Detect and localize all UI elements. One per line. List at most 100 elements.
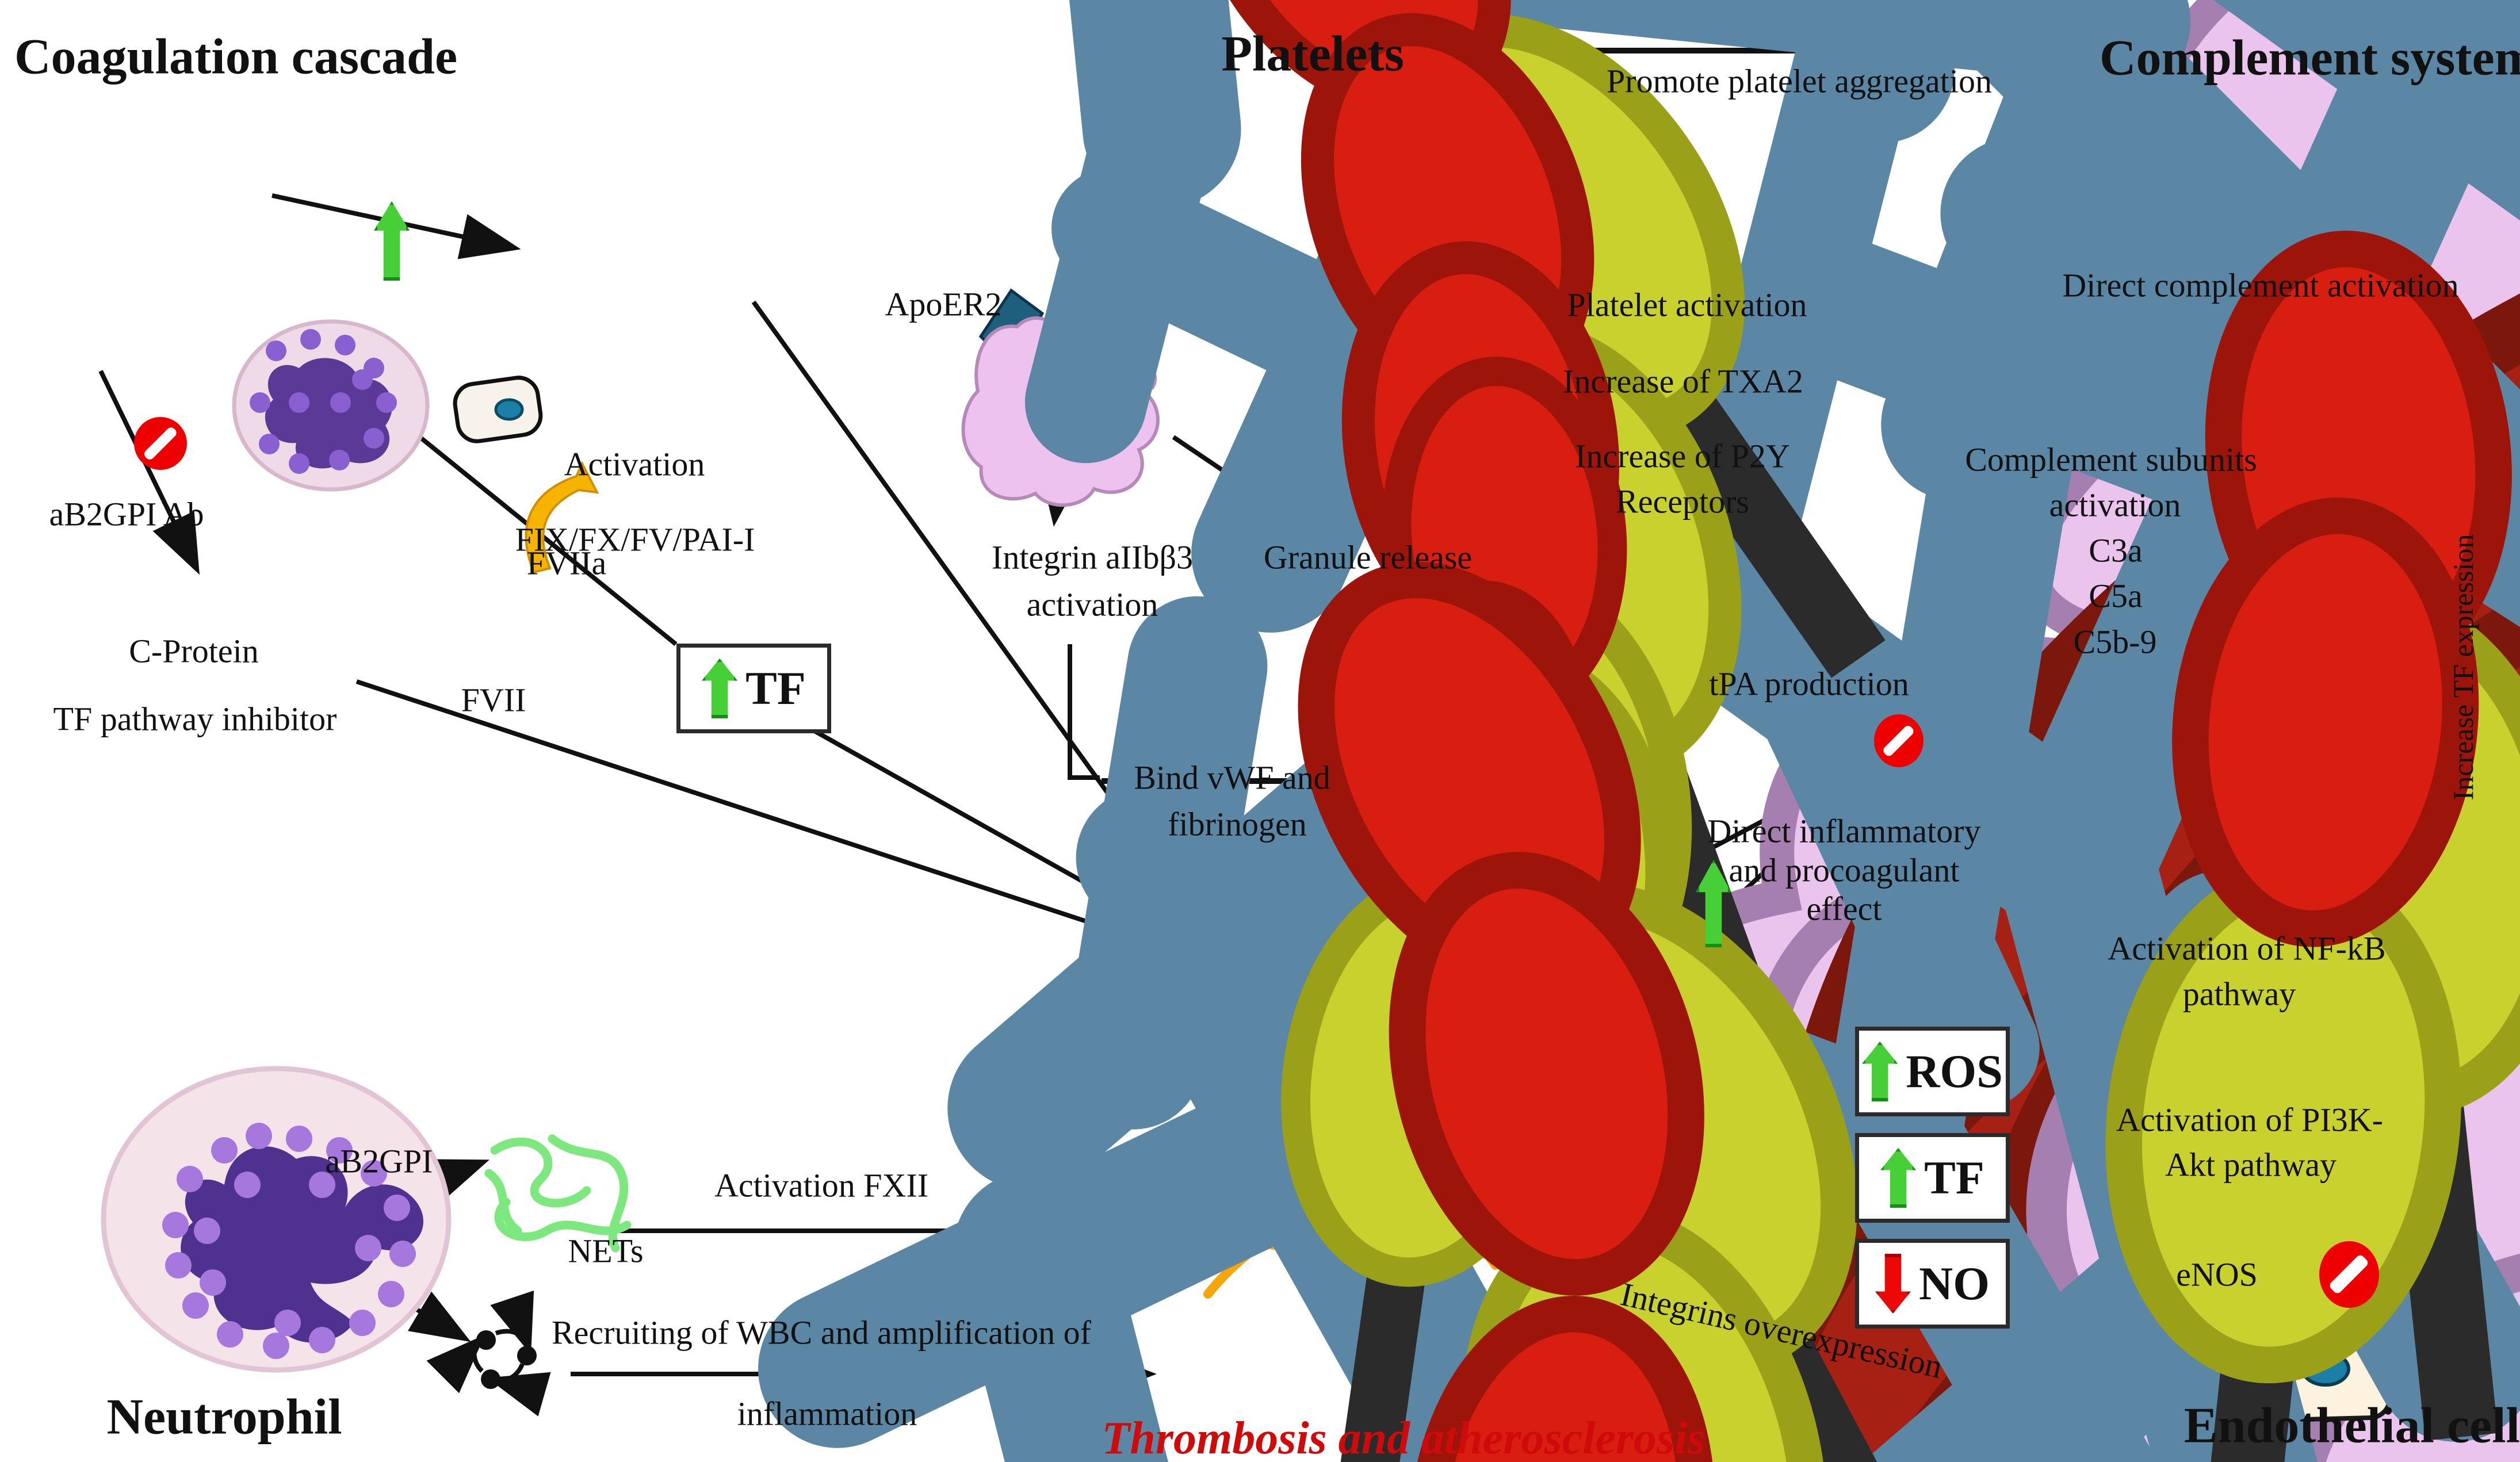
granule-dot	[217, 1321, 243, 1348]
label-fix-fx-fv: FIX/FX/FV/PAI-I	[515, 520, 755, 558]
label-fibrinogen: fibrinogen	[1168, 805, 1307, 843]
label-ab2gpi-ab: aB2GPI Ab	[49, 495, 204, 533]
label-granule-release: Granule release	[1263, 538, 1473, 576]
granule-dot	[361, 1160, 387, 1187]
label-integrin: Integrin aIIbβ3	[992, 538, 1193, 576]
label-procoagulant: and procoagulant	[1729, 851, 1960, 889]
no-box: NO	[1855, 1239, 2010, 1329]
label-bind-vwf: Bind vWF and	[1134, 759, 1330, 797]
granule-dot	[309, 1327, 335, 1353]
label-akt-pathway: Akt pathway	[2165, 1146, 2337, 1184]
tf-box-label: TF	[745, 662, 806, 714]
monocyte-granules	[250, 329, 397, 474]
label-c3a: C3a	[2089, 531, 2143, 569]
microparticle-nucleus	[494, 398, 524, 421]
label-ab2gpi-neutrophil: aB2GPI	[325, 1142, 433, 1180]
granule-dot	[266, 340, 286, 361]
granule-dot	[286, 1126, 312, 1152]
granule-dot	[211, 1137, 238, 1164]
label-increase-tf-expression: Increase TF expression	[2447, 534, 2479, 801]
fvii-to-fviia-arrow	[525, 461, 599, 574]
granule-dot	[165, 1252, 192, 1279]
granule-dot	[330, 392, 351, 413]
granule-dot	[274, 1310, 301, 1336]
granule-dot	[194, 1218, 220, 1244]
inhibit-icon-cprotein	[134, 417, 187, 470]
granule-dot	[309, 1172, 335, 1198]
label-increase-txa2: Increase of TXA2	[1563, 362, 1803, 400]
label-nets: NETs	[568, 1232, 644, 1270]
tf2-box: TF	[1855, 1133, 2010, 1223]
label-fviia: FVIIa	[526, 544, 607, 582]
label-subunits-activation: activation	[2049, 486, 2181, 524]
microparticle	[453, 376, 543, 443]
label-recruiting-wbc: Recruiting of WBC and amplification of	[552, 1314, 1091, 1352]
label-direct-inflammatory: Direct inflammatory	[1707, 812, 1981, 850]
down-arrow-icon	[1875, 1254, 1911, 1314]
up-arrow-icon	[1862, 1042, 1898, 1101]
label-apoer2: ApoER2	[885, 285, 1002, 323]
label-integrin-activation: activation	[1026, 585, 1158, 623]
line-monocyte-to-tfbox	[418, 435, 678, 646]
granule-dot	[162, 1212, 189, 1238]
label-tpa-production: tPA production	[1709, 665, 1909, 703]
ros-box-label: ROS	[1906, 1045, 2003, 1097]
label-c5a: C5a	[2089, 577, 2143, 615]
inhibit-icon-tpa	[1874, 714, 1924, 767]
label-direct-complement: Direct complement activation	[2062, 266, 2459, 304]
granule-dot	[364, 428, 384, 449]
granule-dot	[352, 369, 373, 390]
section-title-neutrophil: Neutrophil	[106, 1389, 342, 1445]
recycle-icon	[426, 1290, 551, 1417]
label-fvii: FVII	[461, 681, 526, 719]
granule-dot	[246, 1123, 272, 1149]
granule-dot	[177, 1166, 203, 1192]
section-title-complement: Complement system	[2099, 30, 2520, 86]
section-title-platelets: Platelets	[1221, 26, 1404, 82]
bracket-integrin-bindvwf	[1068, 644, 1100, 780]
label-receptors: Receptors	[1616, 483, 1749, 520]
label-inflammation: inflammation	[737, 1395, 917, 1433]
label-effect: effect	[1806, 890, 1882, 928]
label-c-protein: C-Protein	[129, 632, 259, 670]
no-box-label: NO	[1919, 1257, 1990, 1310]
label-activation: Activation	[564, 445, 705, 483]
up-arrow-icon	[702, 659, 738, 718]
granule-dot	[289, 453, 309, 474]
inhibit-icon-enos	[2319, 1241, 2379, 1308]
label-tf-pathway-inhibitor: TF pathway inhibitor	[53, 700, 337, 738]
granule-dot	[335, 335, 355, 355]
tf2-box-label: TF	[1924, 1151, 1984, 1204]
label-platelet-activation: Platelet activation	[1567, 286, 1807, 324]
line-cprotein-to-clot	[355, 679, 1228, 970]
granule-dot	[263, 1333, 289, 1359]
granule-dot	[378, 1281, 404, 1307]
granule-dot	[289, 392, 309, 413]
granule-dot	[384, 1195, 410, 1221]
label-activation-fxii: Activation FXII	[714, 1166, 929, 1204]
granule-dot	[200, 1269, 226, 1296]
label-nfkb: Activation of NF-kB	[2108, 929, 2386, 967]
label-promote-aggregation: Promote platelet aggregation	[1606, 62, 1993, 100]
granule-dot	[182, 1292, 209, 1319]
granule-dot	[326, 1137, 353, 1164]
section-title-coagulation: Coagulation cascade	[14, 29, 457, 85]
label-enos: eNOS	[2176, 1256, 2258, 1293]
label-thrombosis-atherosclerosis: Thrombosis and atherosclerosis	[1102, 1413, 1706, 1462]
label-complement-subunits: Complement subunits	[1965, 441, 2257, 479]
label-nfkb-pathway: pathway	[2182, 975, 2296, 1013]
granule-dot	[300, 329, 321, 350]
neutrophil-cell	[101, 1066, 452, 1373]
label-c5b9: C5b-9	[2073, 623, 2157, 661]
section-title-endothelial: Endothelial cells	[2184, 1398, 2520, 1454]
ros-box: ROS	[1855, 1027, 2010, 1116]
nets-icon	[484, 1134, 632, 1253]
label-increase-p2y: Increase of P2Y	[1575, 437, 1790, 475]
granule-dot	[355, 1235, 381, 1261]
granule-dot	[389, 1241, 416, 1267]
granule-dot	[329, 450, 350, 470]
up-arrow-icon	[1880, 1148, 1917, 1208]
granule-dot	[349, 1310, 376, 1336]
monocyte-cell	[232, 319, 430, 492]
